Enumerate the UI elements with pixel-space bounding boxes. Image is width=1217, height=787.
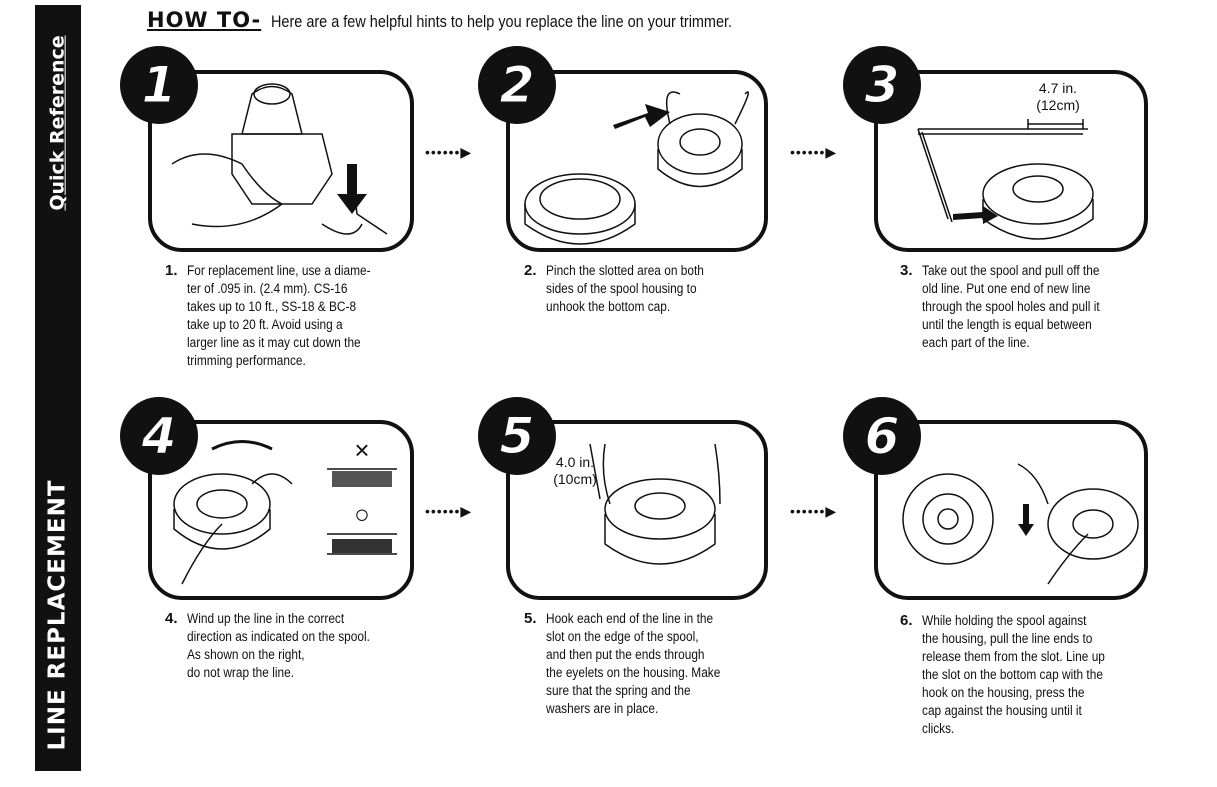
hand-spool-icon [171,83,388,235]
step-3-number: 3 [843,46,921,124]
line-replacement-label: LINE REPLACEMENT [45,479,72,751]
step-4-text: 4.Wind up the line in the correct direct… [165,610,370,680]
step-6-text: 6.While holding the spool against the ho… [900,612,1105,736]
page-subtitle: Here are a few helpful hints to help you… [271,12,733,31]
step-1-number: 1 [120,46,198,124]
spool-housing-icon [524,91,750,245]
winding-spool-icon [173,440,397,585]
step-6-number: 6 [843,397,921,475]
step-5-text: 5.Hook each end of the line in the slot … [524,610,721,716]
page-title: HOW TO- [147,8,262,32]
wrong-direction-mark: × [354,435,370,465]
step-2-text: 2.Pinch the slotted area on both sides o… [524,262,704,314]
step-3-illustration: 4.7 in.(12cm) [874,70,1148,252]
flow-arrow: ••••••▶ [790,503,838,519]
flow-arrow: ••••••▶ [790,144,838,160]
flow-arrow: ••••••▶ [425,503,473,519]
header: HOW TO- Here are a few helpful hints to … [147,8,814,32]
step-3-text: 3.Take out the spool and pull off the ol… [900,262,1100,350]
step-5-measure: 4.0 in.(10cm) [553,454,597,487]
spool-line-icon [917,119,1094,240]
flow-arrow: ••••••▶ [425,144,473,160]
hooked-spool-icon [589,443,721,565]
step-1-text: 1.For replacement line, use a diame- ter… [165,262,371,368]
sidebar: Quick Reference LINE REPLACEMENT [35,5,81,771]
step-2-number: 2 [478,46,556,124]
step-4-number: 4 [120,397,198,475]
step-5-number: 5 [478,397,556,475]
step-6-illustration [874,420,1148,600]
correct-direction-mark: ○ [354,499,370,529]
quick-reference-label: Quick Reference [47,34,69,211]
step-3-measure: 4.7 in.(12cm) [1036,80,1080,113]
assembly-icon [902,463,1139,585]
